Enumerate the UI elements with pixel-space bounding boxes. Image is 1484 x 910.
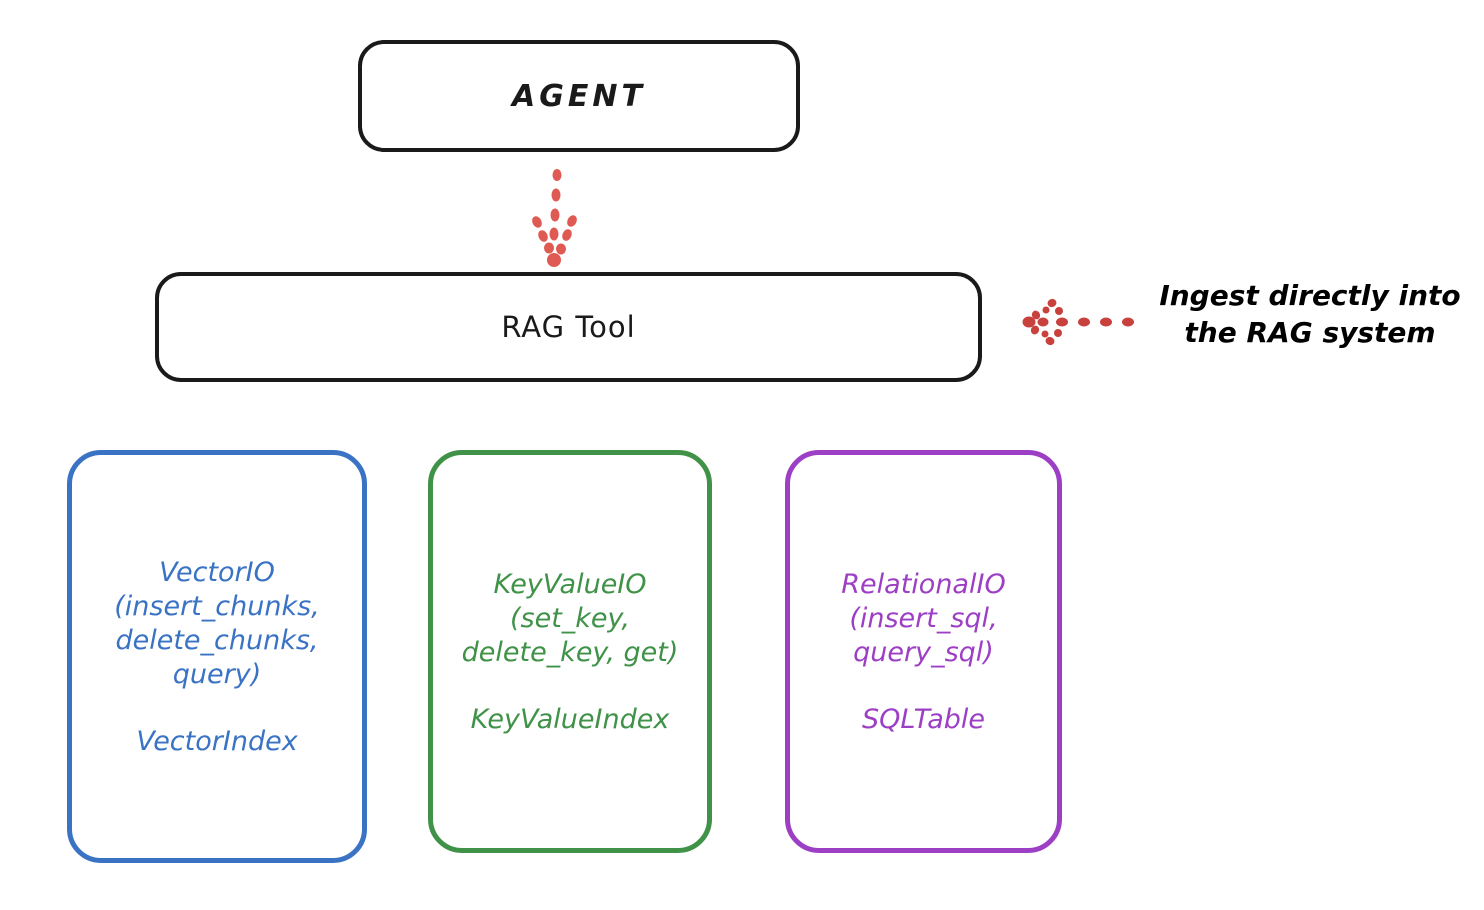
vector-io-index-label: VectorIndex — [136, 726, 298, 758]
key-value-io-node[interactable]: KeyValueIO (set_key, delete_key, get) Ke… — [428, 450, 712, 853]
relational-io-index-label: SQLTable — [861, 704, 986, 736]
rag-tool-node[interactable]: RAG Tool — [155, 272, 982, 382]
agent-to-rag-arrow-icon — [532, 169, 577, 267]
relational-io-node[interactable]: RelationalIO (insert_sql, query_sql) SQL… — [785, 450, 1062, 853]
agent-node-label: AGENT — [512, 78, 646, 114]
key-value-io-index-label: KeyValueIndex — [470, 704, 670, 736]
ingest-annotation-text: Ingest directly into the RAG system — [1159, 279, 1461, 349]
relational-io-api-label: RelationalIO (insert_sql, query_sql) — [841, 568, 1006, 668]
agent-node[interactable]: AGENT — [358, 40, 800, 152]
ingest-to-rag-arrow-icon — [1022, 298, 1134, 346]
key-value-io-api-label: KeyValueIO (set_key, delete_key, get) — [461, 568, 679, 668]
rag-tool-node-label: RAG Tool — [501, 310, 636, 344]
vector-io-api-label: VectorIO (insert_chunks, delete_chunks, … — [114, 556, 320, 691]
vector-io-node[interactable]: VectorIO (insert_chunks, delete_chunks, … — [67, 450, 367, 863]
